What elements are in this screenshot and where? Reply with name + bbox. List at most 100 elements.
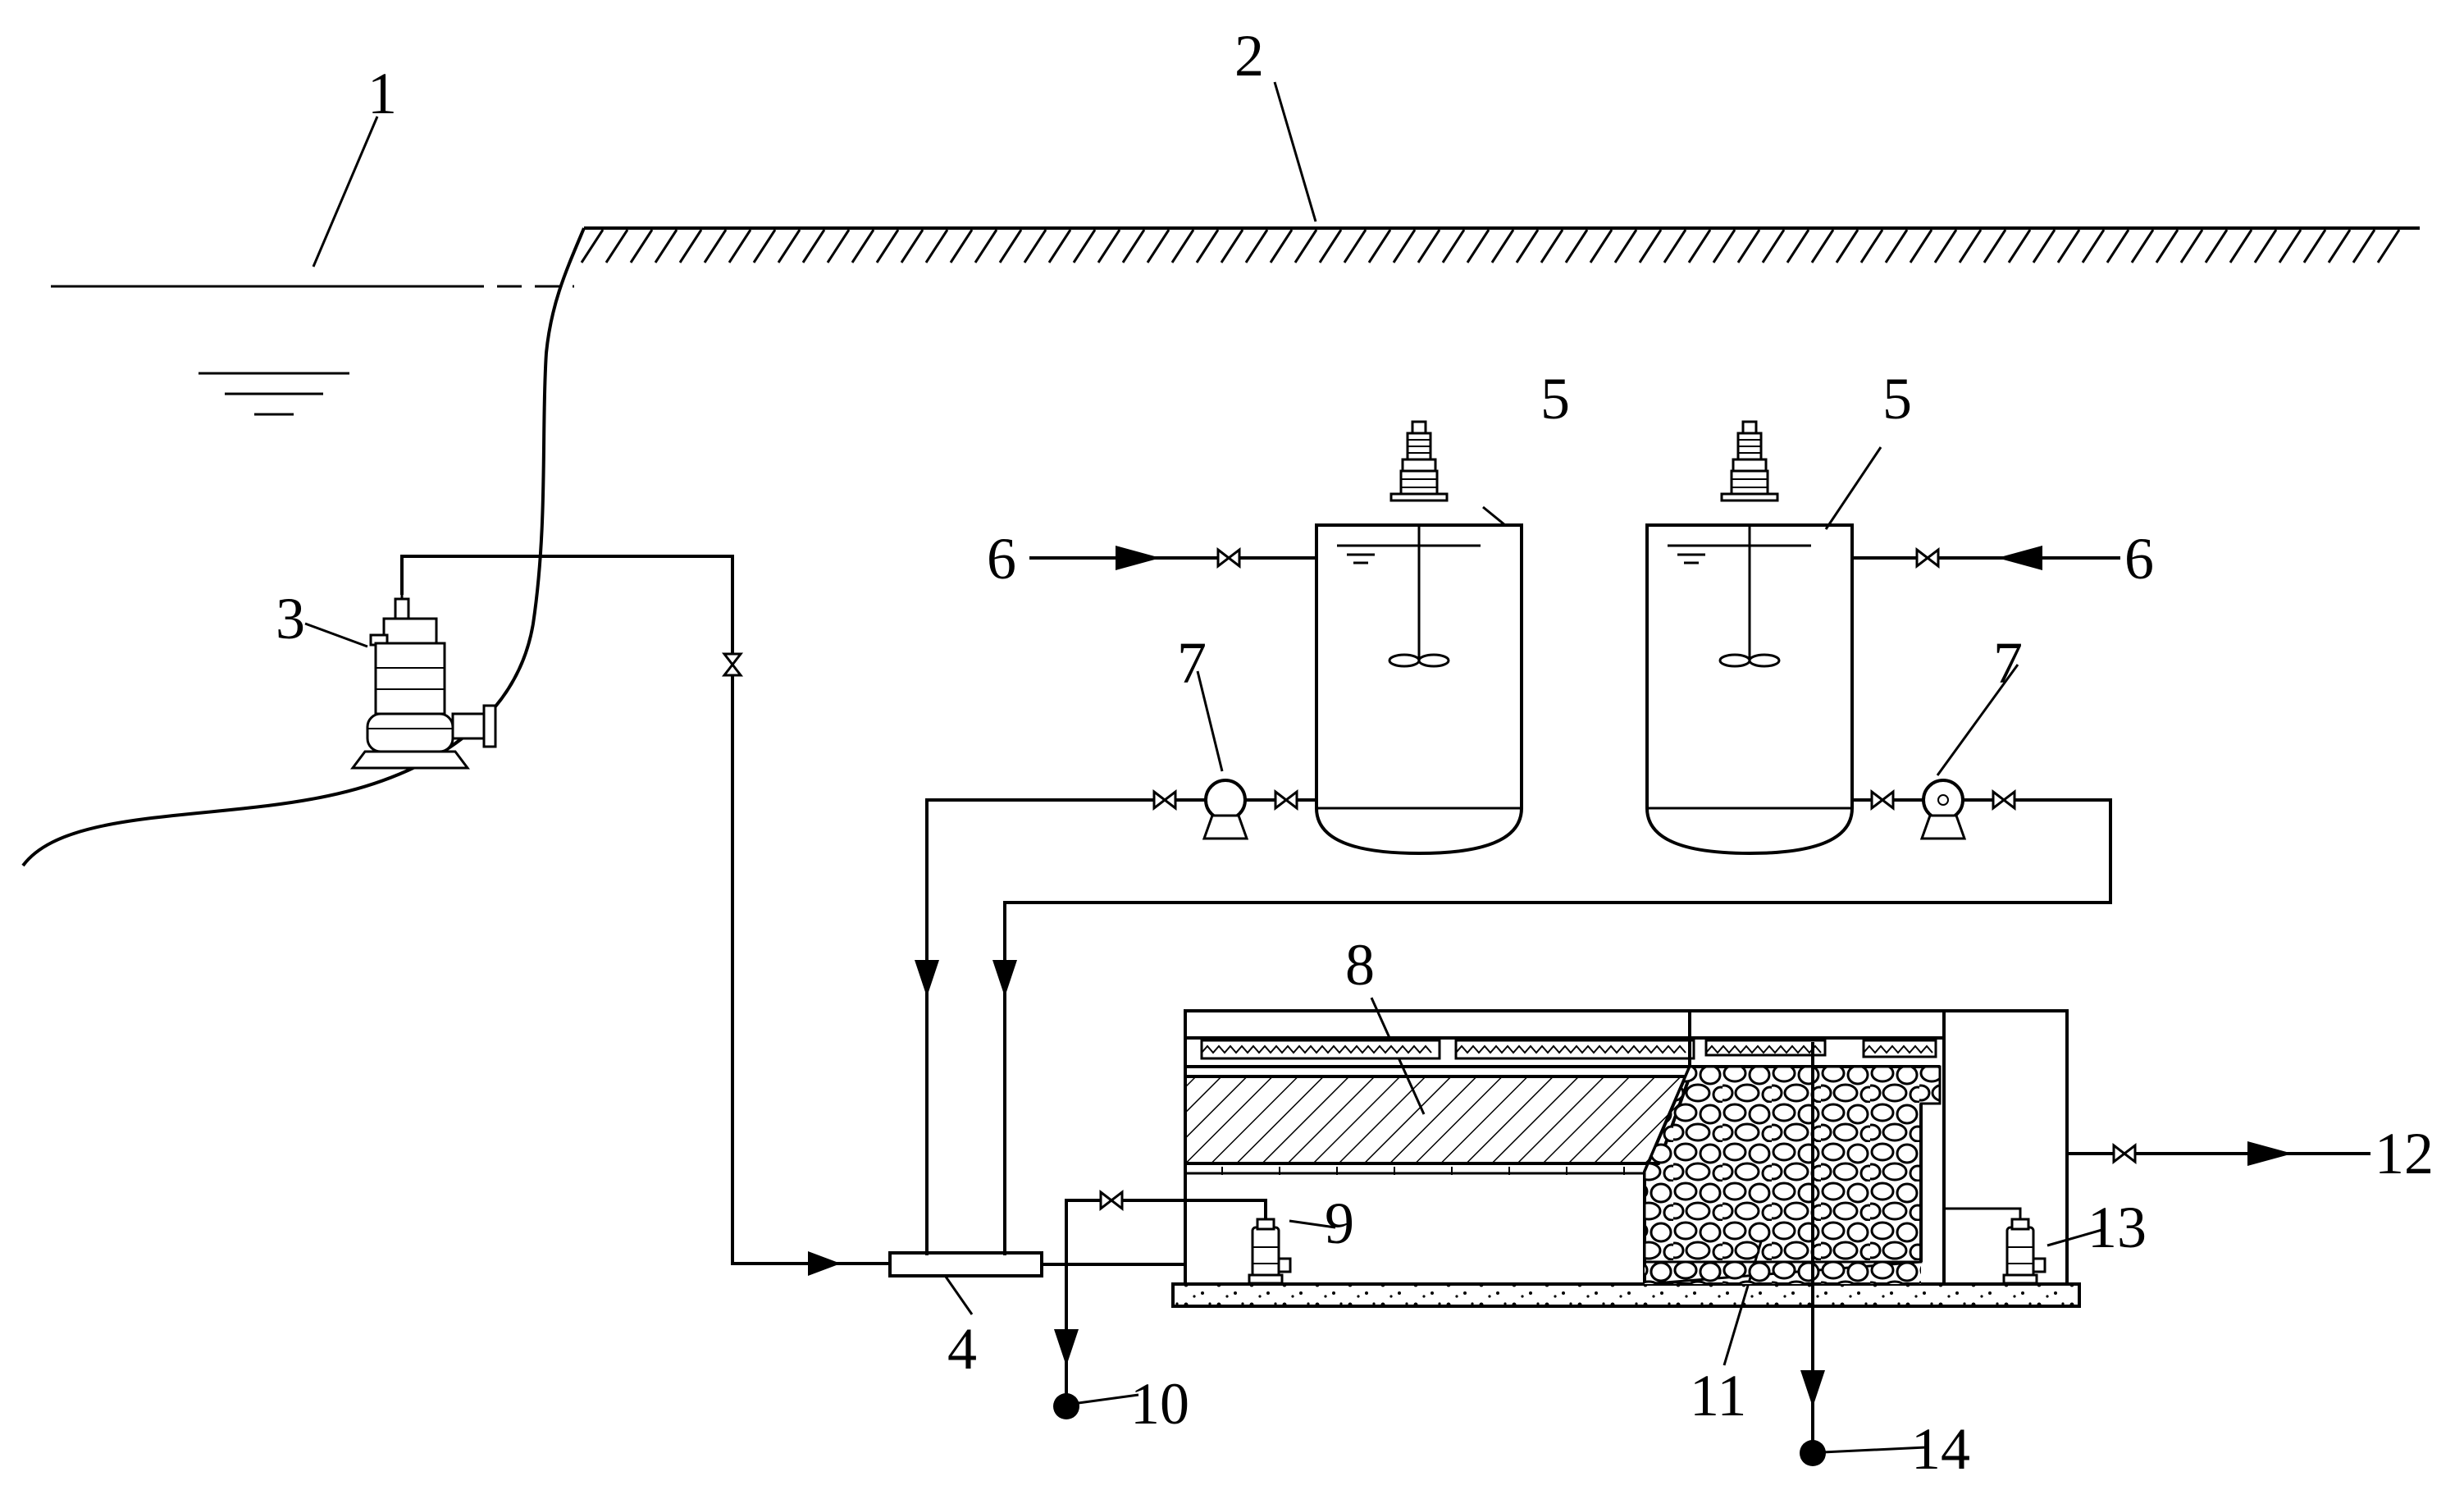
label-ground-surface: 2 <box>1234 23 1264 89</box>
hatch-stroke <box>1835 229 1859 263</box>
hatch-stroke <box>1712 229 1736 263</box>
hatch-stroke <box>1146 229 1170 263</box>
hatch-stroke <box>1638 229 1663 263</box>
leader-5a <box>1482 505 1506 527</box>
hatch-stroke <box>1417 229 1441 263</box>
raw-water-pipe <box>400 555 890 1276</box>
leader-2 <box>1273 81 1317 222</box>
hatch-stroke <box>678 229 703 263</box>
water-body <box>51 285 574 416</box>
label-sludge-outlet: 10 <box>1130 1371 1189 1437</box>
hatch-stroke <box>2204 229 2229 263</box>
hatch-stroke <box>1466 229 1490 263</box>
leader-4 <box>944 1276 974 1315</box>
dosing-tank-left <box>1315 420 1523 856</box>
label-outlet-pump: 13 <box>2088 1195 2147 1260</box>
hatch-stroke <box>924 229 949 263</box>
hatch-stroke <box>1687 229 1712 263</box>
settling-media <box>1184 1075 1692 1165</box>
hatch-stroke <box>2229 229 2253 263</box>
label-metering-pump-right: 7 <box>1993 630 2023 696</box>
hatch-stroke <box>2327 229 2352 263</box>
hatch-stroke <box>949 229 974 263</box>
hatch-stroke <box>1121 229 1146 263</box>
weir-teeth <box>1201 1044 1432 1054</box>
hatch-stroke <box>1441 229 1466 263</box>
leader-1 <box>312 116 379 267</box>
hatch-stroke <box>2155 229 2179 263</box>
label-mixer: 4 <box>947 1316 977 1382</box>
hatch-stroke <box>1786 229 1810 263</box>
ground-surface <box>21 226 2420 867</box>
label-sludge-pump: 9 <box>1325 1191 1354 1256</box>
outlet-pump <box>1944 1207 2046 1285</box>
gravel-filter <box>1643 1065 1942 1286</box>
hatch-stroke <box>1761 229 1786 263</box>
hatch-stroke <box>1589 229 1613 263</box>
hatch-stroke <box>1343 229 1367 263</box>
label-clean-water-outlet: 12 <box>2375 1121 2434 1186</box>
hatch-stroke <box>2130 229 2155 263</box>
label-gravel-filter: 11 <box>1690 1363 1746 1428</box>
hatch-stroke <box>1220 229 1244 263</box>
hatch-stroke <box>1244 229 1269 263</box>
sludge-outlet-point <box>1053 1393 1079 1419</box>
hatch-stroke <box>752 229 777 263</box>
submersible-pump <box>350 591 497 770</box>
hatch-stroke <box>1810 229 1835 263</box>
leader-13 <box>2046 1227 2106 1247</box>
hatch-stroke <box>2179 229 2204 263</box>
hatch-stroke <box>2007 229 2032 263</box>
hatch-stroke <box>1884 229 1909 263</box>
mixer <box>888 1251 1043 1277</box>
label-chemical-inlet-right: 6 <box>2124 526 2154 592</box>
treatment-unit <box>1171 1009 2081 1308</box>
label-dosing-tank-right: 5 <box>1882 366 1912 432</box>
hatch-stroke <box>1958 229 1983 263</box>
hatch-stroke <box>1663 229 1687 263</box>
hatch-stroke <box>826 229 851 263</box>
hatch-stroke <box>1933 229 1958 263</box>
hatch-stroke <box>2032 229 2056 263</box>
leader-3 <box>304 622 368 648</box>
leader-9 <box>1289 1219 1336 1229</box>
clean-water-outlet <box>2067 1141 2370 1166</box>
hatch-stroke <box>654 229 678 263</box>
label-dosing-tank-left: 5 <box>1540 366 1570 432</box>
hatch-stroke <box>1047 229 1072 263</box>
label-submersible-pump: 3 <box>276 586 305 651</box>
label-water-body: 1 <box>367 61 397 126</box>
hatch-stroke <box>998 229 1023 263</box>
hatch-stroke <box>1294 229 1318 263</box>
label-drain-outlet: 14 <box>1911 1416 1970 1482</box>
label-chemical-inlet-left: 6 <box>987 526 1016 592</box>
hatch-stroke <box>2278 229 2302 263</box>
weir-teeth <box>1455 1044 1686 1054</box>
hatch-stroke <box>1490 229 1515 263</box>
hatch-stroke <box>875 229 900 263</box>
hatch-stroke <box>851 229 875 263</box>
hatch-stroke <box>2081 229 2106 263</box>
leader-5b <box>1824 446 1882 530</box>
hatch-stroke <box>1859 229 1884 263</box>
leader-7a <box>1196 670 1224 772</box>
hatch-stroke <box>2253 229 2278 263</box>
hatch-stroke <box>801 229 826 263</box>
hatch-stroke <box>2352 229 2376 263</box>
hatch-stroke <box>728 229 752 263</box>
hatch-stroke <box>629 229 654 263</box>
hatch-stroke <box>1909 229 1933 263</box>
hatch-stroke <box>1515 229 1540 263</box>
hatch-stroke <box>1170 229 1195 263</box>
sludge-pump <box>1042 1191 1292 1419</box>
hatch-stroke <box>777 229 801 263</box>
hatch-stroke <box>974 229 998 263</box>
chemical-inlet-left <box>1029 546 1316 570</box>
leader-7b <box>1936 664 2019 776</box>
hatch-stroke <box>900 229 924 263</box>
hatch-stroke <box>580 229 605 263</box>
hatch-stroke <box>1540 229 1564 263</box>
hatch-stroke <box>703 229 728 263</box>
label-metering-pump-left: 7 <box>1177 630 1207 696</box>
